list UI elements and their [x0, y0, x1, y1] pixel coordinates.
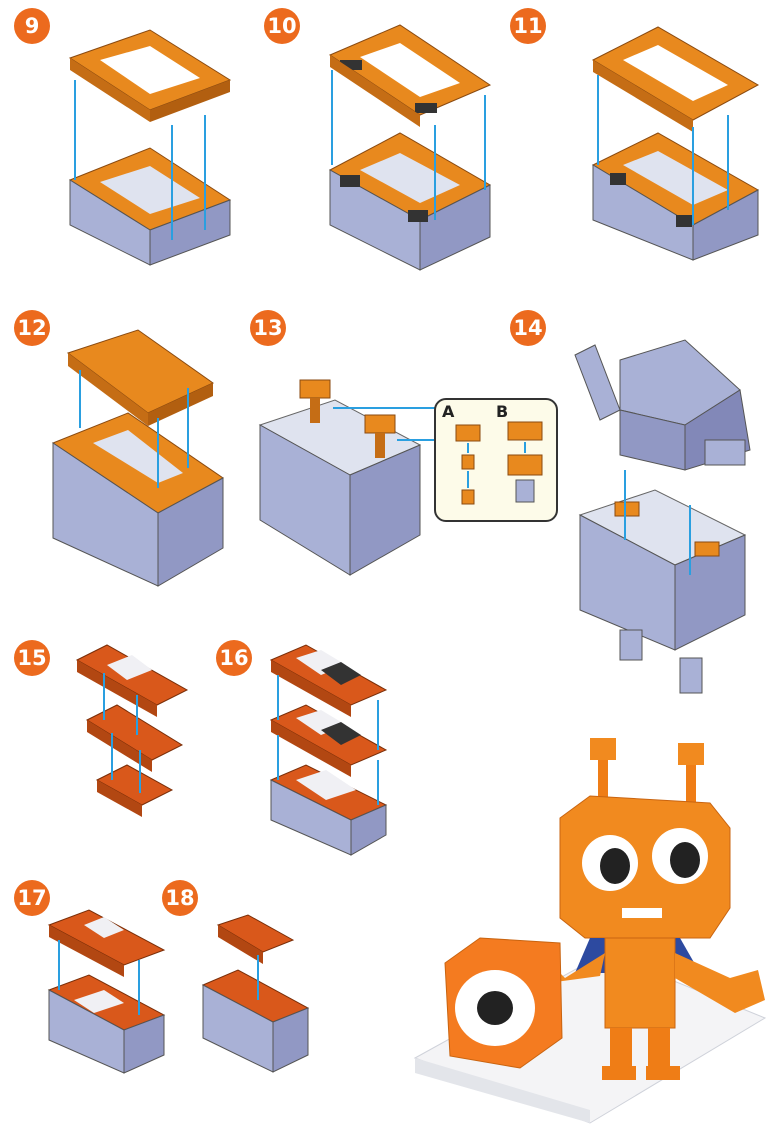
step-number-badge: 10: [264, 8, 300, 44]
step-9-illustration: [60, 20, 250, 270]
step-number-badge: 14: [510, 310, 546, 346]
step-number-badge: 18: [162, 880, 198, 916]
finished-robot-photo: [410, 738, 770, 1123]
step-number-badge: 13: [250, 310, 286, 346]
step-10-illustration: [320, 15, 500, 270]
step-number-badge: 16: [216, 640, 252, 676]
step-17-illustration: [44, 905, 169, 1075]
step-number-badge: 11: [510, 8, 546, 44]
step-number-badge: 15: [14, 640, 50, 676]
step-15-illustration: [72, 635, 192, 820]
step-13-illustration: [255, 370, 435, 590]
step-11-illustration: [588, 15, 768, 265]
parts-inset: A B: [434, 398, 558, 522]
step-16-illustration: [266, 640, 391, 860]
step-14-illustration: [565, 330, 770, 700]
step-12-illustration: [48, 318, 228, 588]
inset-parts-illustration: [436, 400, 556, 520]
step-18-illustration: [198, 910, 313, 1075]
step-number-badge: 12: [14, 310, 50, 346]
step-number-badge: 9: [14, 8, 50, 44]
